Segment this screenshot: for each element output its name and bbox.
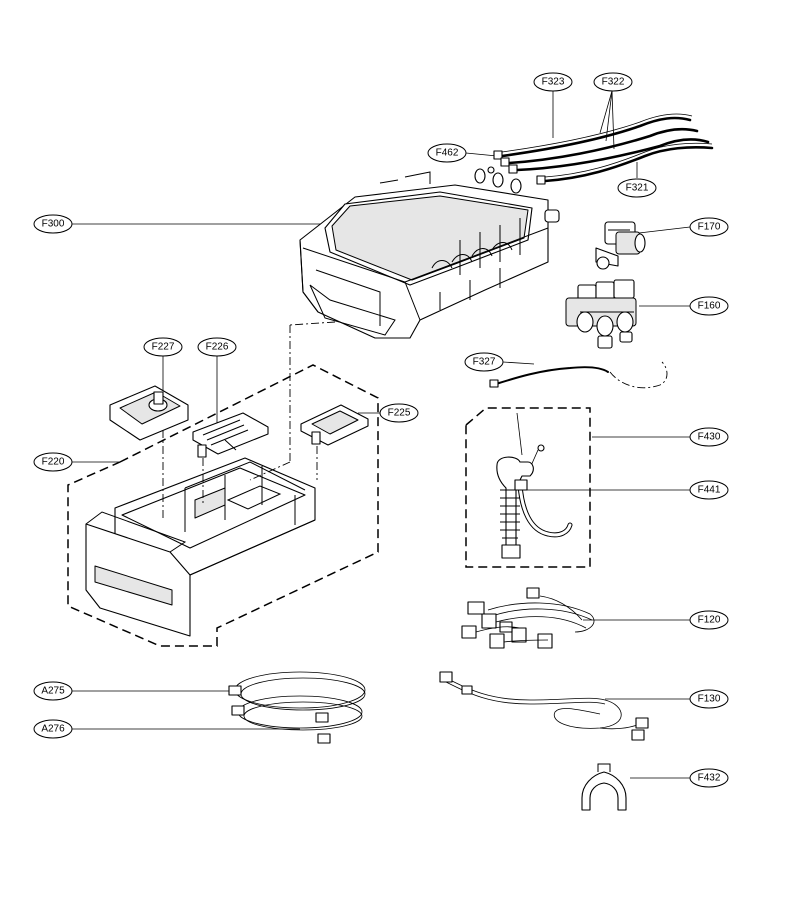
svg-text:F441: F441 [698, 485, 721, 496]
svg-text:F327: F327 [473, 357, 496, 368]
callout-f321: F321 [617, 178, 657, 198]
svg-text:F321: F321 [626, 183, 649, 194]
svg-text:F130: F130 [698, 694, 721, 705]
svg-text:F323: F323 [542, 77, 565, 88]
dispenser-housing [299, 168, 560, 339]
svg-text:F430: F430 [698, 432, 721, 443]
water-valve-multi [565, 279, 637, 349]
cable-set [228, 671, 366, 744]
svg-text:F227: F227 [152, 342, 175, 353]
wire-harness-small [489, 361, 668, 389]
callout-a275: A275 [33, 681, 73, 701]
svg-text:F226: F226 [206, 342, 229, 353]
svg-text:F322: F322 [602, 77, 625, 88]
svg-text:F160: F160 [698, 301, 721, 312]
callout-f462: F462 [427, 143, 467, 163]
callout-f220: F220 [33, 452, 73, 472]
callout-f170: F170 [689, 217, 729, 237]
svg-text:F300: F300 [42, 219, 65, 230]
callout-f225: F225 [379, 403, 419, 423]
callout-f322: F322 [593, 72, 633, 92]
wire-harness-secondary [439, 671, 649, 741]
svg-text:F225: F225 [388, 408, 411, 419]
inlet-hoses [487, 113, 714, 188]
callout-f432: F432 [689, 768, 729, 788]
callout-f300: F300 [33, 214, 73, 234]
svg-text:F432: F432 [698, 773, 721, 784]
callout-f120: F120 [689, 610, 729, 630]
drawer-assembly-group [67, 364, 379, 647]
callout-f130: F130 [689, 689, 729, 709]
callout-f327: F327 [464, 352, 504, 372]
svg-text:A275: A275 [41, 686, 65, 697]
svg-text:F170: F170 [698, 222, 721, 233]
callout-f323: F323 [533, 72, 573, 92]
drain-hose-assembly [465, 407, 591, 568]
alignment-lines [162, 321, 336, 520]
wire-harness-main [461, 587, 595, 649]
drawer-cap-f227 [109, 385, 189, 441]
callout-a276: A276 [33, 719, 73, 739]
hose-clamp [581, 763, 627, 811]
svg-text:F462: F462 [436, 148, 459, 159]
callout-f227: F227 [143, 337, 183, 357]
water-valve-single [595, 221, 646, 270]
svg-text:F120: F120 [698, 615, 721, 626]
leader-lines [72, 90, 691, 779]
svg-text:F220: F220 [42, 457, 65, 468]
callout-f430: F430 [689, 427, 729, 447]
drawer-insert-f226 [192, 412, 269, 458]
callout-f160: F160 [689, 296, 729, 316]
drawer-insert-f225 [300, 404, 369, 446]
svg-text:A276: A276 [41, 724, 65, 735]
callout-f441: F441 [689, 480, 729, 500]
detergent-drawer [85, 457, 316, 637]
callout-f226: F226 [197, 337, 237, 357]
